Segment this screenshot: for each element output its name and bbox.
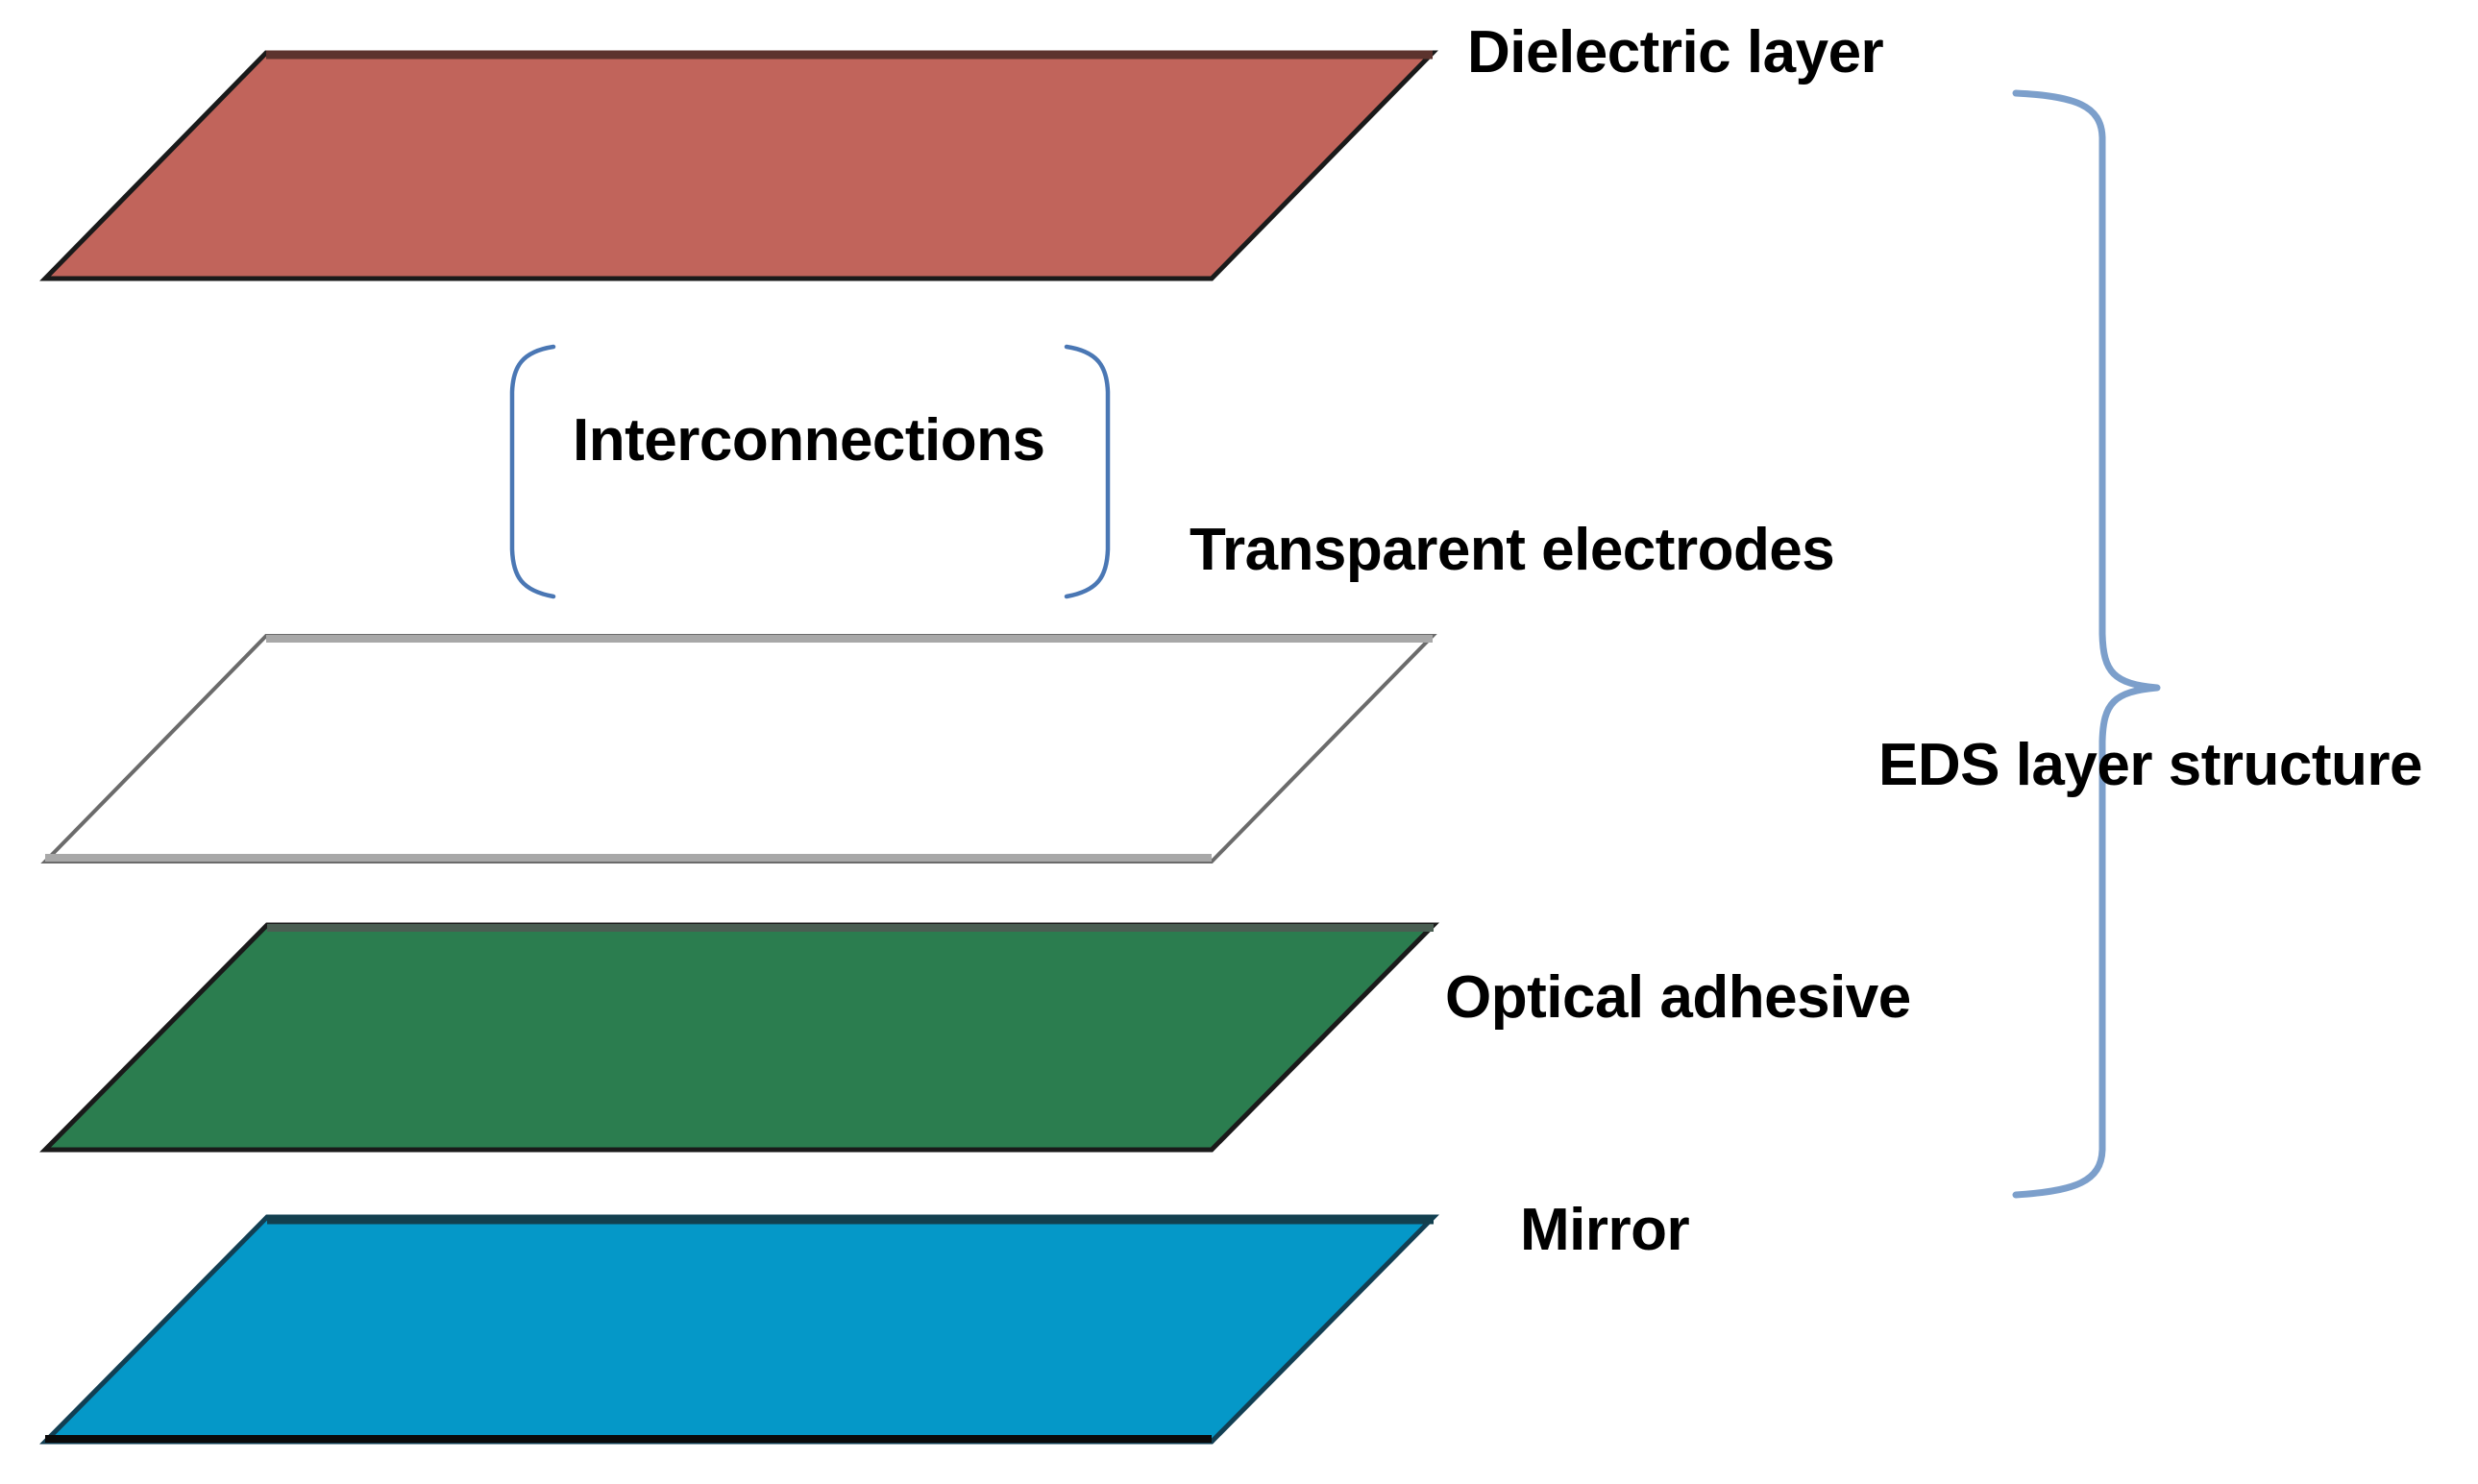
eds-structure-brace-icon: [2012, 89, 2161, 1199]
interconnections-bracket-left-icon: [509, 344, 556, 599]
transparent-electrodes-parallelogram: [40, 634, 1437, 864]
dielectric-parallelogram: [39, 50, 1438, 281]
label-optical-adhesive: Optical adhesive: [1445, 964, 1911, 1031]
label-mirror: Mirror: [1520, 1197, 1690, 1263]
layer-shape-dielectric: [39, 50, 1438, 281]
interconnections-bracket-right-icon: [1064, 344, 1111, 599]
label-transparent-electrodes: Transparent electrodes: [1190, 517, 1835, 583]
label-eds-layer-structure: EDS layer structure: [1878, 732, 2422, 798]
layer-shape-mirror: [39, 1214, 1439, 1445]
layer-shape-optical-adhesive: [39, 922, 1439, 1153]
mirror-parallelogram: [39, 1214, 1439, 1445]
optical-adhesive-parallelogram: [39, 922, 1439, 1153]
label-dielectric-layer: Dielectric layer: [1467, 19, 1884, 85]
label-interconnections: Interconnections: [573, 407, 1045, 474]
layer-shape-transparent-electrodes: [40, 634, 1437, 864]
